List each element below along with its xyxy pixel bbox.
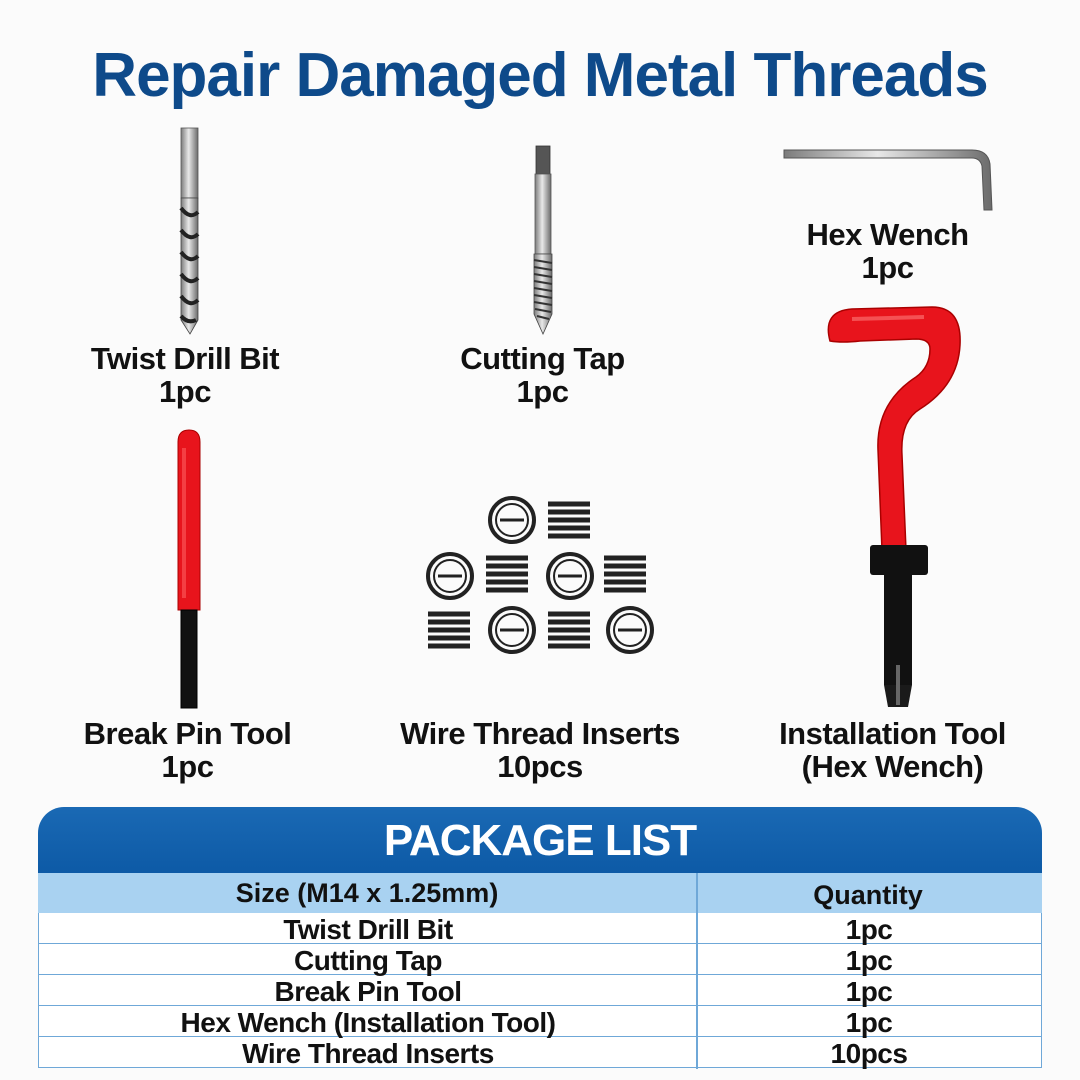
column-header-quantity: Quantity [813, 880, 923, 910]
row-item-qty: 1pc [845, 914, 893, 945]
table-row: Hex Wench (Installation Tool) 1pc [39, 1006, 1041, 1038]
hex-key-icon [783, 149, 993, 211]
table-row: Cutting Tap 1pc [39, 944, 1041, 976]
row-item-name: Hex Wench (Installation Tool) [180, 1007, 556, 1038]
row-item-qty: 1pc [845, 945, 893, 976]
thread-insert-icon [426, 496, 654, 654]
table-row: Twist Drill Bit 1pc [39, 913, 1041, 945]
package-list-title: PACKAGE LIST [38, 807, 1042, 873]
cutting-tap-icon [533, 145, 553, 335]
row-item-name: Break Pin Tool [274, 976, 462, 1007]
row-item-name: Wire Thread Inserts [242, 1038, 494, 1069]
package-list-table: PACKAGE LIST Size (M14 x 1.25mm) Quantit… [38, 807, 1042, 1069]
table-row: Break Pin Tool 1pc [39, 975, 1041, 1007]
column-header-size: Size (M14 x 1.25mm) [235, 878, 499, 908]
table-header-row: Size (M14 x 1.25mm) Quantity [38, 873, 1042, 913]
installation-tool-icon [827, 306, 961, 707]
break-pin-tool-icon [177, 429, 201, 709]
row-item-qty: 1pc [845, 1007, 893, 1038]
row-item-qty: 10pcs [830, 1038, 908, 1069]
row-item-name: Cutting Tap [294, 945, 442, 976]
table-row: Wire Thread Inserts 10pcs [39, 1037, 1041, 1069]
row-item-name: Twist Drill Bit [283, 914, 453, 945]
page-title: Repair Damaged Metal Threads [92, 41, 988, 110]
row-item-qty: 1pc [845, 976, 893, 1007]
drill-bit-icon [179, 127, 200, 335]
item-label-installation-tool: Installation Tool(Hex Wench) [779, 716, 1006, 784]
table-body: Twist Drill Bit 1pc Cutting Tap 1pc Brea… [38, 913, 1042, 1069]
column-divider [696, 873, 698, 1069]
